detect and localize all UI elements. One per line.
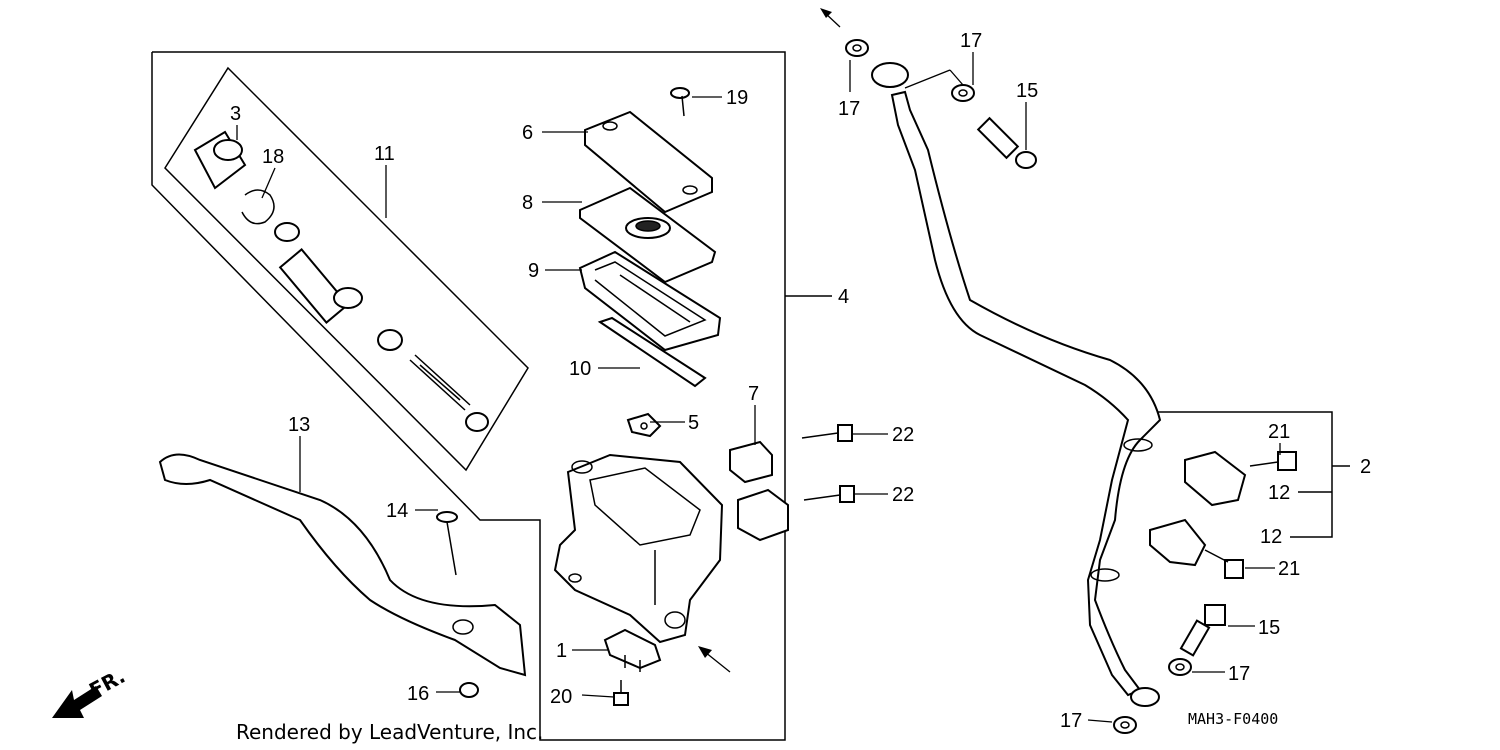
callout-4: 4 [838,286,849,308]
hose-clamp-upper [1184,450,1247,507]
callout-19: 19 [726,87,748,109]
callout-17b: 17 [960,30,982,52]
washer-17-a [845,39,869,57]
diagram-code: MAH3-F0400 [1188,710,1278,728]
callout-11: 11 [374,143,395,165]
diaphragm [578,250,722,352]
leader-lines [236,52,1281,723]
boot [193,130,247,190]
callout-20: 20 [550,686,572,708]
callout-12b: 12 [1260,526,1282,548]
callout-21b: 21 [1278,558,1300,580]
callout-5: 5 [688,412,699,434]
callout-labels: 1 2 3 4 5 6 7 8 9 10 11 12 12 13 14 15 1… [230,30,1371,732]
callout-21a: 21 [1268,421,1290,443]
reservoir-cap [584,110,713,214]
callout-7: 7 [748,383,759,405]
callout-9: 9 [528,260,539,282]
reservoir-plate [597,316,707,388]
master-cylinder-body [553,453,724,644]
hose-clamp-lower [1149,518,1207,567]
washer-17-d [1113,716,1137,734]
bolt-22-upper [801,424,853,442]
callout-8: 8 [522,192,533,214]
pivot-nut [459,682,479,698]
piston [274,222,363,324]
front-arrow-icon [52,686,102,718]
callout-3: 3 [230,103,241,125]
screw-20 [613,680,629,706]
bolt-21-upper [1249,451,1297,471]
spring [377,329,489,432]
callout-22b: 22 [892,484,914,506]
oil-bolt-upper [976,116,1037,169]
callout-17a: 17 [838,98,860,120]
callout-17d: 17 [1060,710,1082,732]
callout-13: 13 [288,414,310,436]
brake-hose [871,62,1162,707]
circlip [241,189,275,225]
callout-14: 14 [386,500,408,522]
holder [729,440,789,542]
callout-6: 6 [522,122,533,144]
callout-12a: 12 [1268,482,1290,504]
callout-15b: 15 [1258,617,1280,639]
brake-lever [158,453,527,677]
front-direction-indicator: FR. [52,664,129,718]
bolt-22-lower [803,485,855,503]
brake-light-switch [603,628,662,672]
small-clip [626,412,662,438]
arrow-up-left [820,8,841,28]
master-cylinder-group-box [151,51,786,741]
screw-19 [670,87,690,117]
callout-15a: 15 [1016,80,1038,102]
callout-18: 18 [262,146,284,168]
piston-kit-group-box [164,66,529,472]
diaphragm-plate [579,186,717,284]
oil-bolt-lower [1179,604,1226,657]
callout-10: 10 [569,358,591,380]
callout-16: 16 [407,683,429,705]
callout-17c: 17 [1228,663,1250,685]
arrow-to-body [698,646,731,673]
washer-17-b [951,84,975,102]
washer-17-c [1168,658,1192,676]
bolt-21-lower [1204,549,1244,579]
credit-text: Rendered by LeadVenture, Inc. [236,720,543,744]
callout-22a: 22 [892,424,914,446]
pivot-bolt [436,511,458,576]
callout-2: 2 [1360,456,1371,478]
callout-1: 1 [556,640,567,662]
bracket-group-bracket [785,295,1350,538]
